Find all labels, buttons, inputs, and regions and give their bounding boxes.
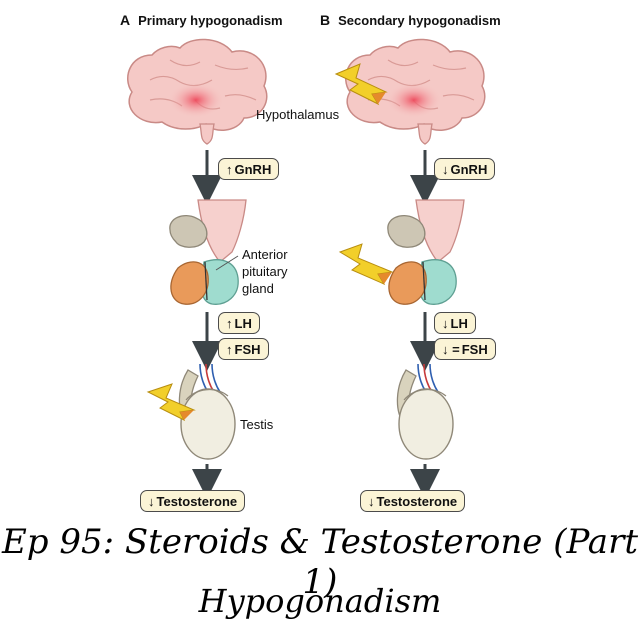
panel-b-heading: B Secondary hypogonadism [320,12,501,28]
hypothalamus-label: Hypothalamus [256,107,340,122]
fsh-box-a: ↑FSH [218,338,269,360]
gnrh-box-b: ↓GnRH [434,158,496,180]
testis-label: Testis [240,417,274,432]
pituitary-leader-line [215,255,239,271]
panel-b-letter: B [320,12,331,28]
hypothalamus-glow-b [386,82,442,118]
brain-b [345,38,486,145]
testis-b [396,363,454,460]
panel-a-title: Primary hypogonadism [138,13,283,28]
testosterone-box-a: ↓Testosterone [140,490,246,512]
lh-box-b: ↓LH [434,312,476,334]
panel-a-letter: A [120,12,131,28]
lh-box-a: ↑LH [218,312,260,334]
fsh-box-b: ↓ =FSH [434,338,496,360]
testis-a [178,363,236,460]
panel-a-heading: A Primary hypogonadism [120,12,283,28]
panel-b-title: Secondary hypogonadism [338,13,501,28]
panel-a-illustration [127,38,268,499]
episode-title: Ep 95: Steroids & Testosterone (Part 1) [1,522,638,602]
testosterone-box-b: ↓Testosterone [360,490,466,512]
panel-b-illustration [334,38,486,499]
pituitary-b [387,199,465,305]
anterior-pituitary-label: Anterior pituitary gland [242,247,288,296]
brain-a [127,38,268,145]
pituitary-a [169,199,247,305]
gnrh-box-a: ↑GnRH [218,158,280,180]
episode-subtitle: Hypogonadism [198,582,442,620]
hypogonadism-diagram [127,38,486,499]
hypothalamus-glow-a [168,82,224,118]
